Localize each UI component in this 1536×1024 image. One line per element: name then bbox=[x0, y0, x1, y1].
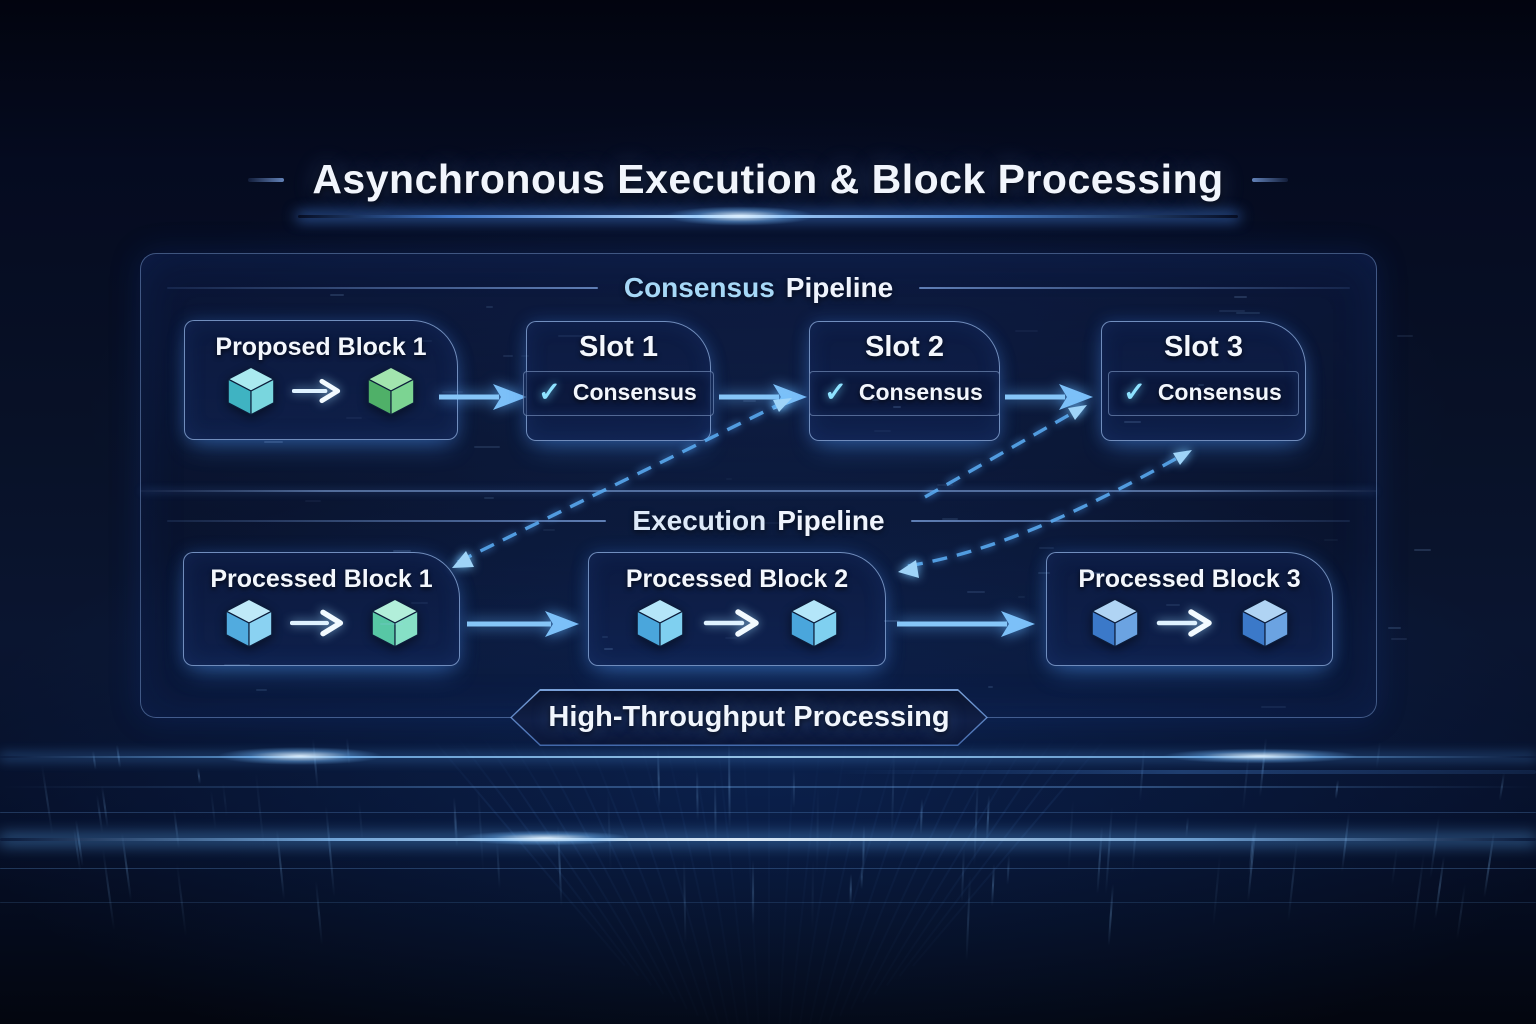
flow-arrow-icon bbox=[719, 384, 807, 410]
processed-block-2-box: Processed Block 2 bbox=[588, 552, 886, 666]
check-icon: ✓ bbox=[1123, 377, 1146, 407]
floor-glow-line bbox=[0, 786, 1536, 788]
floor-glow-line bbox=[0, 838, 1536, 841]
processed-block-label: Processed Block 1 bbox=[210, 565, 433, 593]
page-title: Asynchronous Execution & Block Processin… bbox=[312, 156, 1224, 202]
lens-flare bbox=[1130, 746, 1390, 766]
header-line bbox=[167, 520, 607, 522]
processed-block-1-box: Processed Block 1 bbox=[183, 552, 460, 666]
cube-icon bbox=[633, 596, 687, 650]
proposed-block-1-box: Proposed Block 1 bbox=[184, 320, 458, 440]
slot-2-box: Slot 2 ✓ Consensus bbox=[809, 321, 1000, 441]
banner-label: High-Throughput Processing bbox=[548, 701, 950, 733]
proposed-block-label: Proposed Block 1 bbox=[215, 333, 427, 361]
cube-icon bbox=[222, 596, 276, 650]
slot-title: Slot 1 bbox=[579, 331, 658, 363]
lens-flare bbox=[190, 744, 410, 768]
title-side-dash bbox=[1251, 177, 1288, 182]
processed-block-3-box: Processed Block 3 bbox=[1046, 552, 1333, 666]
banner-inner: High-Throughput Processing bbox=[512, 691, 987, 745]
perspective-floor bbox=[0, 737, 1536, 1024]
floor-glow-line bbox=[0, 902, 1536, 903]
cube-row bbox=[633, 596, 841, 650]
flow-arrow-icon bbox=[439, 384, 527, 410]
slot-1-box: Slot 1 ✓ Consensus bbox=[523, 321, 714, 441]
flow-arrow-icon bbox=[897, 611, 1035, 637]
arrow-right-icon bbox=[289, 608, 354, 638]
header-line bbox=[919, 287, 1350, 289]
arrow-right-icon bbox=[1156, 608, 1224, 638]
lens-flare bbox=[430, 828, 660, 848]
header-line bbox=[167, 287, 598, 289]
cube-row bbox=[1088, 596, 1292, 650]
cube-icon bbox=[1088, 596, 1142, 650]
arrow-right-icon bbox=[292, 376, 350, 406]
cube-row bbox=[222, 596, 422, 650]
cube-icon bbox=[1238, 596, 1292, 650]
slot-title: Slot 2 bbox=[865, 331, 944, 363]
processed-block-label: Processed Block 2 bbox=[625, 565, 849, 593]
slot-3-box: Slot 3 ✓ Consensus bbox=[1101, 321, 1306, 441]
check-icon: ✓ bbox=[824, 377, 847, 407]
cube-icon bbox=[368, 596, 422, 650]
slot-title: Slot 3 bbox=[1164, 331, 1243, 363]
section-divider bbox=[141, 490, 1376, 492]
check-icon: ✓ bbox=[538, 377, 561, 407]
flow-arrow-icon bbox=[1005, 384, 1093, 410]
flow-arrow-icon bbox=[467, 611, 579, 637]
cube-icon bbox=[224, 364, 278, 418]
consensus-status-box: ✓ Consensus bbox=[1108, 371, 1299, 416]
header-line bbox=[910, 520, 1350, 522]
title-side-dash bbox=[248, 177, 285, 182]
consensus-status-label: Consensus bbox=[1157, 379, 1282, 405]
floor-glow-line bbox=[830, 770, 1536, 774]
floor-glow-line bbox=[0, 812, 1536, 813]
title-glow-underline bbox=[298, 215, 1238, 218]
arrow-right-icon bbox=[701, 608, 773, 638]
cube-row bbox=[224, 364, 418, 418]
banner: High-Throughput Processing bbox=[510, 689, 988, 746]
consensus-status-box: ✓ Consensus bbox=[809, 371, 1000, 416]
consensus-status-label: Consensus bbox=[858, 379, 983, 405]
floor-glow-line bbox=[0, 756, 1536, 758]
consensus-status-box: ✓ Consensus bbox=[523, 371, 714, 416]
cube-icon bbox=[364, 364, 418, 418]
cube-icon bbox=[787, 596, 841, 650]
processed-block-label: Processed Block 3 bbox=[1078, 565, 1301, 593]
floor-glow-line bbox=[0, 868, 1536, 869]
title-row: Asynchronous Execution & Block Processin… bbox=[0, 156, 1536, 203]
consensus-status-label: Consensus bbox=[572, 379, 697, 405]
